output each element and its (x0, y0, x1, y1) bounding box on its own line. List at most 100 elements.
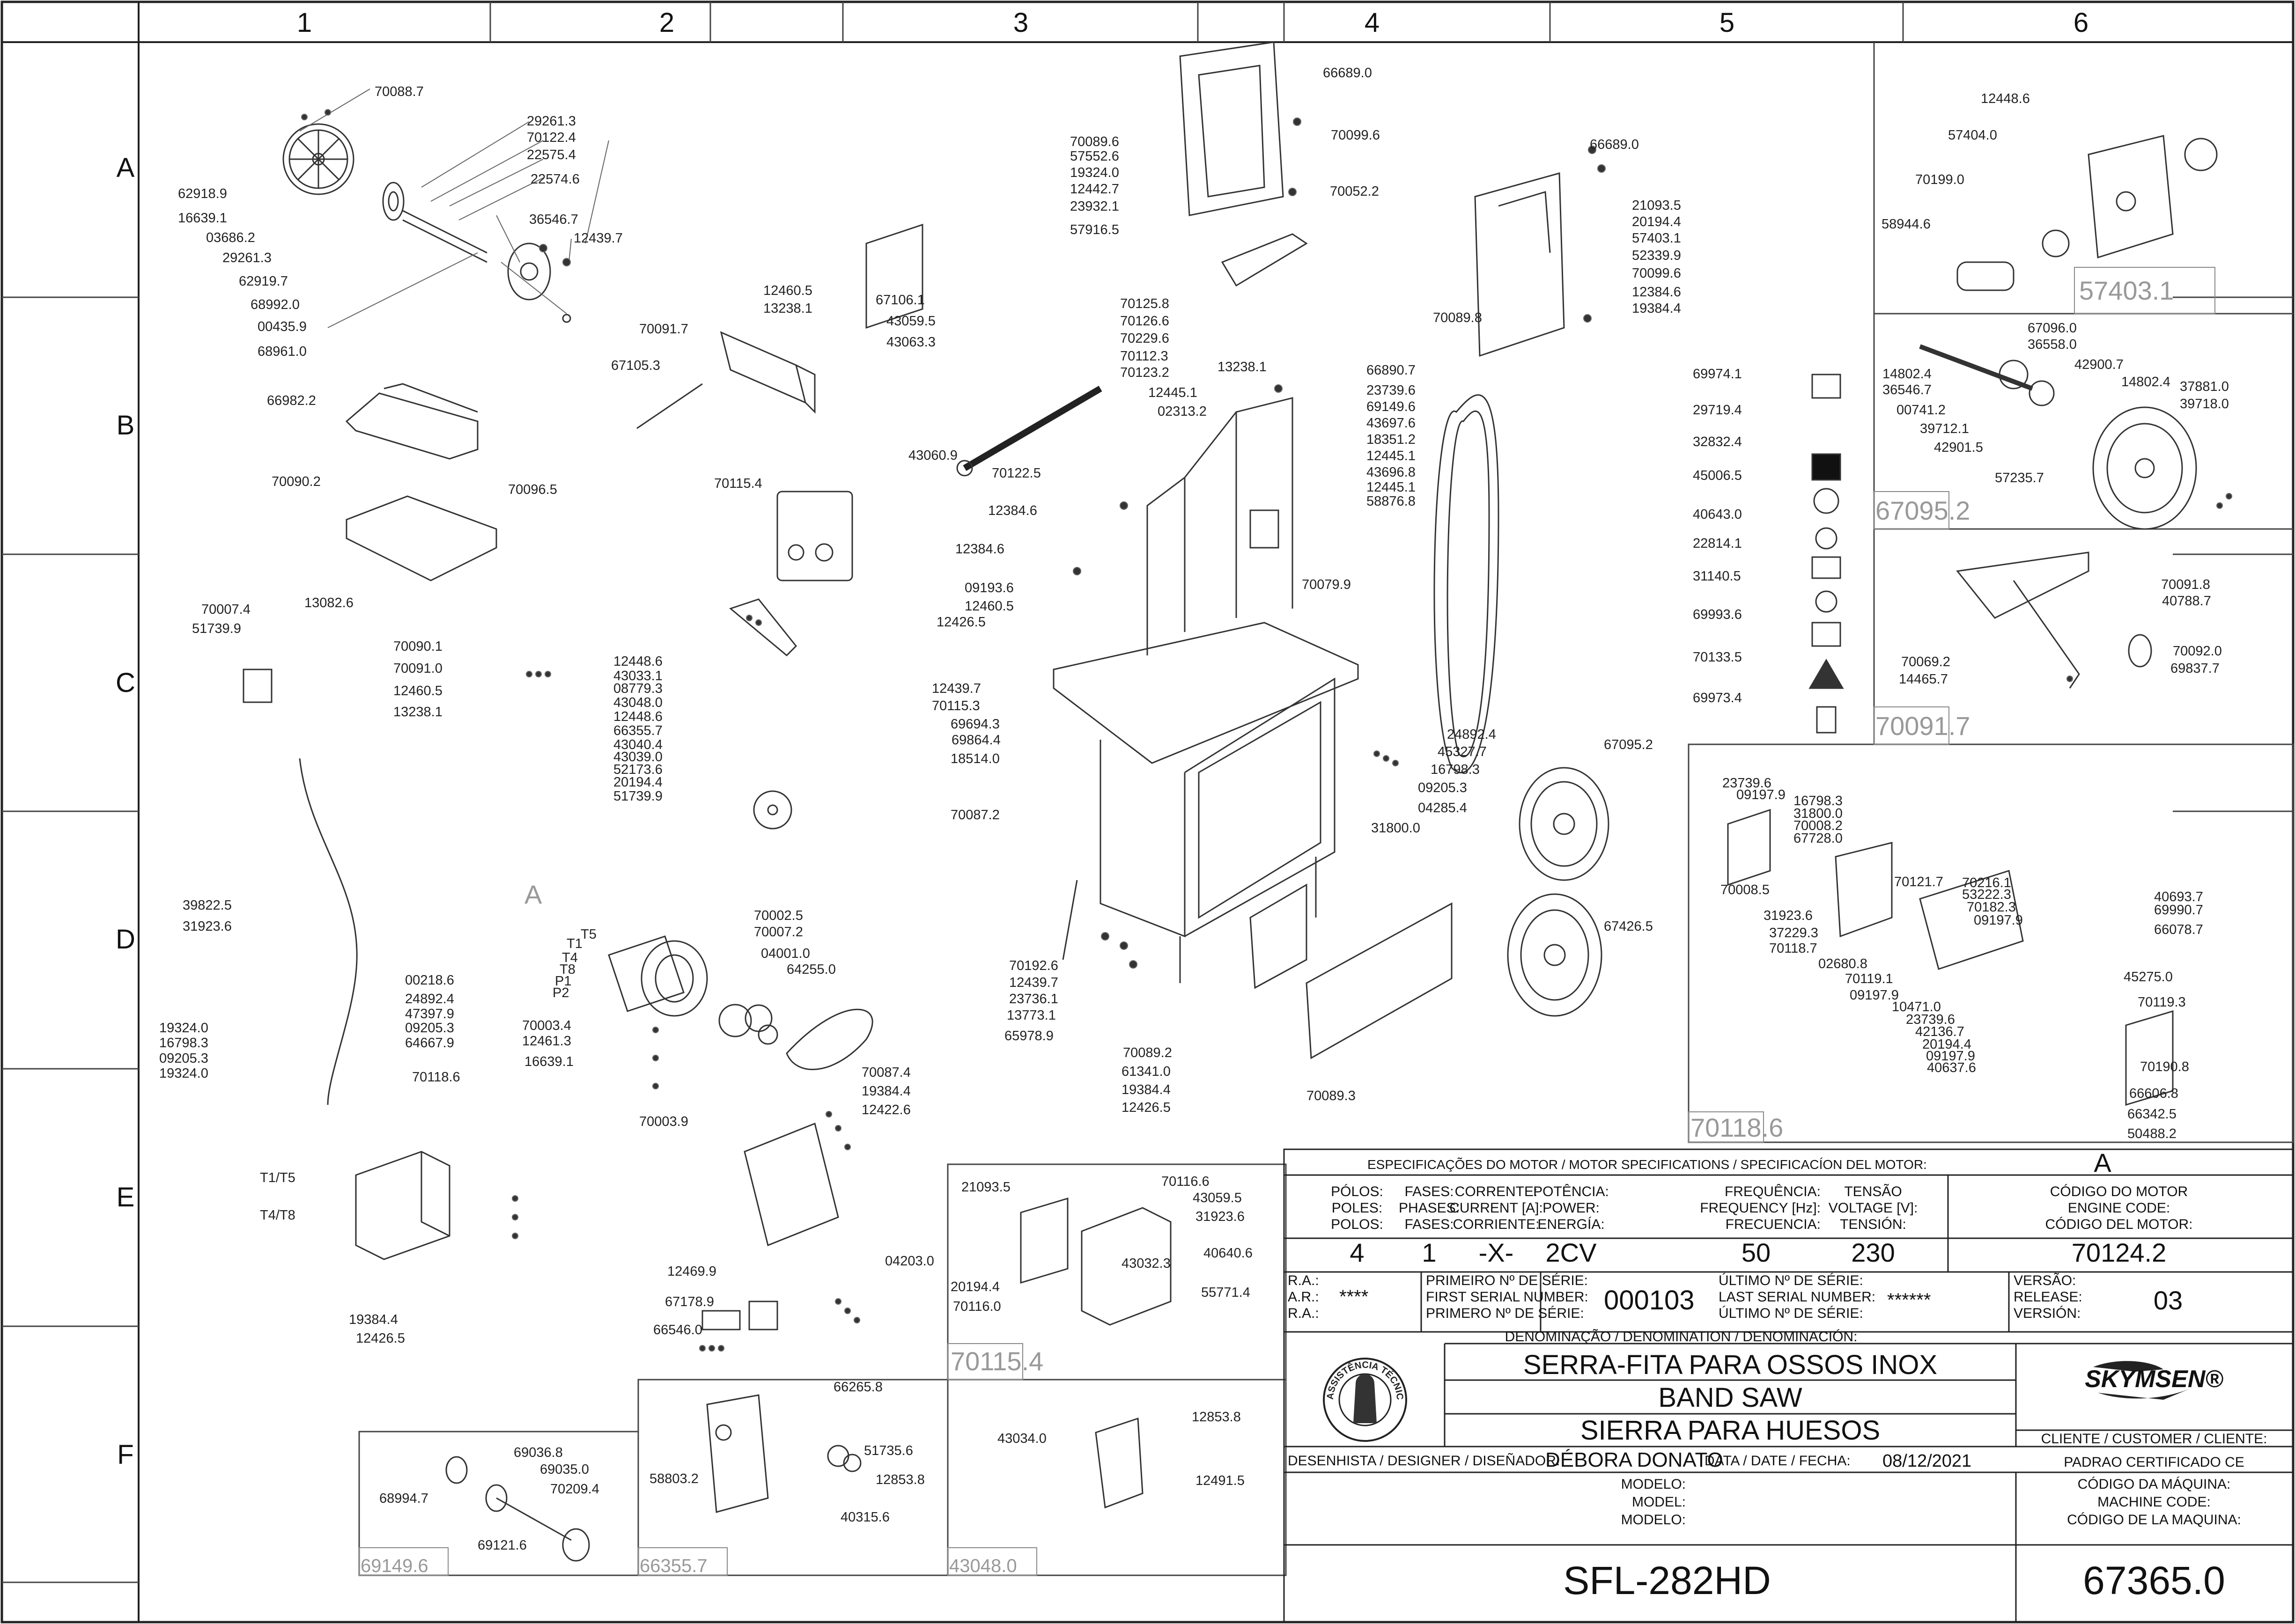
part-number-label: 14802.4 (1882, 367, 1932, 382)
first-serial-label: FIRST SERIAL NUMBER: (1426, 1289, 1588, 1305)
motor-spec-header-label: FREQUÊNCIA: (1725, 1184, 1821, 1199)
part-number-label: 14465.7 (1899, 672, 1948, 687)
designer-name: DÉBORA DONATO (1545, 1448, 1723, 1471)
part-number-label: 69149.6 (1366, 399, 1416, 414)
grid-column-label: 5 (1719, 7, 1734, 38)
part-number-label: 02313.2 (1158, 404, 1207, 419)
part-number-label: 40643.0 (1693, 507, 1742, 522)
part-number-label: 23736.1 (1009, 992, 1058, 1007)
part-number-label: 43063.3 (886, 335, 936, 350)
part-number-label: 36558.0 (2028, 337, 2077, 352)
part-number-label: 66078.7 (2154, 922, 2203, 937)
part-number-label: 70116.0 (953, 1299, 1001, 1314)
motor-spec-value: 50 (1742, 1238, 1771, 1267)
part-number-label: 69694.3 (951, 717, 1000, 732)
model-label: MODELO: (1621, 1512, 1686, 1528)
part-number-label: 03686.2 (206, 230, 255, 245)
part-number-label: 36546.7 (1882, 382, 1932, 397)
part-number-label: 22574.6 (531, 172, 580, 187)
motor-spec-header-label: POLES: (1332, 1200, 1382, 1216)
part-number-label: 23932.1 (1070, 199, 1119, 214)
part-number-label: 62918.9 (178, 186, 227, 201)
release-value: 03 (2154, 1286, 2183, 1315)
part-number-label: 45275.0 (2124, 970, 2173, 985)
part-number-label: 39718.0 (2180, 397, 2229, 412)
part-number-label: 37229.3 (1769, 926, 1818, 941)
part-number-label: 65978.9 (1004, 1029, 1054, 1043)
grid-column-label: 2 (659, 7, 674, 38)
part-number-label: 55771.4 (1201, 1285, 1250, 1300)
part-number-label: 43060.9 (908, 448, 958, 463)
part-number-label: 12384.6 (1632, 285, 1681, 300)
part-number-label: 70088.7 (375, 84, 424, 99)
part-number-label: 70091.0 (393, 661, 443, 676)
part-number-label: 40315.6 (841, 1510, 890, 1525)
part-number-label: 61341.0 (1122, 1064, 1171, 1079)
part-number-label: 40637.6 (1927, 1060, 1976, 1075)
part-number-label: 67105.3 (611, 358, 660, 373)
part-number-label: 69036.8 (514, 1445, 563, 1460)
part-number-label: 40693.7 (2154, 889, 2203, 904)
part-number-label: 57403.1 (1632, 231, 1681, 246)
part-number-label: 12448.6 (613, 709, 663, 724)
part-number-label: 12426.5 (356, 1331, 405, 1346)
motor-spec-header-label: ENGINE CODE: (2068, 1200, 2170, 1216)
part-number-label: 43696.8 (1366, 465, 1416, 480)
part-number-label: 67178.9 (665, 1294, 714, 1309)
part-number-label: 70007.2 (754, 925, 803, 940)
part-number-label: 09197.9 (1926, 1049, 1975, 1064)
electric-hazard-icon (1816, 706, 1837, 734)
part-number-label: 37881.0 (2180, 379, 2229, 394)
part-number-label: 13238.1 (1218, 360, 1267, 375)
motor-spec-value: 230 (1851, 1238, 1895, 1267)
part-number-label: 70118.6 (412, 1070, 460, 1085)
part-number-label: 23739.6 (1722, 776, 1771, 791)
part-number-label: 19324.0 (159, 1021, 208, 1036)
part-number-label: 12445.1 (1148, 385, 1197, 400)
part-number-label: 24892.4 (405, 992, 454, 1007)
part-number-label: 12461.3 (522, 1034, 571, 1049)
first-serial-number: 000103 (1604, 1285, 1695, 1315)
part-number-label: 12460.5 (763, 283, 812, 298)
part-number-label: 70090.1 (393, 639, 443, 654)
part-number-label: 52173.6 (613, 762, 663, 777)
motor-spec-value: 70124.2 (2072, 1238, 2166, 1267)
part-number-label: 70112.3 (1120, 349, 1168, 364)
date-value: 08/12/2021 (1882, 1451, 1971, 1471)
part-number-label: 70091.8 (2161, 577, 2210, 592)
machine-code-label: CÓDIGO DA MÁQUINA: (2078, 1477, 2231, 1492)
wiring-label: T1/T5 (260, 1170, 295, 1185)
part-number-label: 09205.3 (159, 1051, 208, 1066)
last-serial-label: ÚLTIMO Nº DE SÉRIE: (1719, 1273, 1863, 1288)
motor-spec-header-label: ENERGÍA: (1537, 1217, 1604, 1232)
part-number-label: 70122.4 (527, 130, 576, 145)
part-number-label: 16639.1 (178, 211, 227, 226)
part-number-label: 12426.5 (937, 615, 986, 630)
grid-column-label: 4 (1365, 7, 1380, 38)
motor-spec-value: -X- (1479, 1238, 1514, 1267)
grid-row-label: D (116, 924, 135, 955)
part-number-label: 58876.8 (1366, 494, 1416, 509)
part-number-label: 19384.4 (349, 1312, 398, 1327)
part-number-label: 42136.7 (1915, 1024, 1964, 1039)
wiring-label: T4 (562, 950, 578, 965)
part-number-label: 66546.0 (653, 1323, 702, 1337)
part-number-label: 20194.4 (1922, 1037, 1971, 1052)
wiring-label: T5 (581, 927, 597, 942)
part-number-label: 57235.7 (1995, 470, 2044, 485)
motor-spec-header-label: PÓLOS: (1331, 1184, 1383, 1199)
motor-spec-header-label: CORRIENTE: (1453, 1217, 1539, 1232)
motor-spec-header-label: POTÊNCIA: (1533, 1184, 1609, 1199)
part-number-label: 31923.6 (183, 919, 232, 934)
part-number-label: 70190.8 (2140, 1059, 2189, 1074)
part-number-label: 12853.8 (876, 1472, 925, 1487)
grid-row-label: E (117, 1182, 135, 1212)
part-number-label: 13773.1 (1007, 1008, 1056, 1023)
part-number-label: 51735.6 (864, 1443, 913, 1458)
motor-spec-header-label: FASES: (1404, 1184, 1454, 1199)
part-number-label: 21093.5 (1632, 198, 1681, 213)
motor-spec-header-label: FASES: (1404, 1217, 1454, 1232)
part-number-label: 16798.3 (159, 1036, 208, 1051)
part-number-label: 45006.5 (1693, 468, 1742, 483)
part-number-label: 70099.6 (1331, 128, 1380, 143)
